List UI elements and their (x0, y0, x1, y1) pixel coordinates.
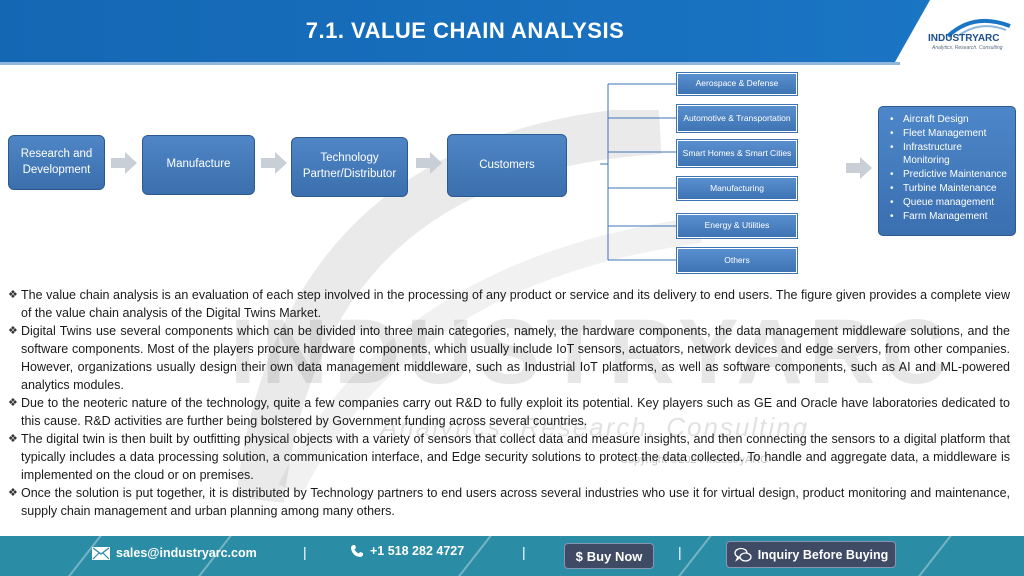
paragraph: ❖Once the solution is put together, it i… (8, 484, 1010, 520)
applications-box: Aircraft Design Fleet Management Infrast… (878, 106, 1016, 236)
buy-now-label: Buy Now (586, 548, 643, 564)
envelope-icon (92, 546, 110, 560)
title-underline (0, 62, 900, 65)
logo-arc-icon (946, 18, 1011, 38)
stage-manufacture: Manufacture (142, 135, 255, 195)
phone-text: +1 518 282 4727 (370, 544, 465, 558)
arrow-right-icon (416, 152, 442, 174)
diamond-bullet-icon: ❖ (8, 289, 18, 301)
paragraph-text: The digital twin is then built by outfit… (21, 432, 1010, 482)
arrow-right-icon (111, 152, 137, 174)
paragraph-text: Once the solution is put together, it is… (21, 486, 1010, 518)
customer-branch-connector (600, 83, 677, 261)
paragraph: ❖Digital Twins use several components wh… (8, 322, 1010, 394)
end-user-others: Others (676, 247, 798, 274)
dollar-icon: $ (575, 548, 583, 564)
phone-link[interactable]: +1 518 282 4727 (350, 544, 464, 558)
stage-technology-partner: Technology Partner/Distributor (291, 137, 408, 197)
application-item: Aircraft Design (887, 113, 1009, 127)
paragraph-text: Due to the neoteric nature of the techno… (21, 396, 1010, 428)
application-item: Turbine Maintenance (887, 182, 1009, 196)
logo-text: INDUSTRYARC (928, 33, 1000, 44)
diamond-bullet-icon: ❖ (8, 397, 18, 409)
diamond-bullet-icon: ❖ (8, 433, 18, 445)
stage-customers: Customers (447, 134, 567, 197)
end-user-automotive-transportation: Automotive & Transportation (676, 104, 798, 133)
application-item: Queue management (887, 196, 1009, 210)
application-item: Infrastructure Monitoring (887, 141, 1009, 169)
application-item: Predictive Maintenance (887, 168, 1009, 182)
paragraph: ❖Due to the neoteric nature of the techn… (8, 394, 1010, 430)
inquiry-before-buying-button[interactable]: Inquiry Before Buying (726, 541, 896, 568)
analysis-text: ❖The value chain analysis is an evaluati… (8, 286, 1010, 520)
footer-separator: | (303, 544, 307, 560)
end-user-smart-homes-cities: Smart Homes & Smart Cities (676, 139, 798, 168)
end-user-energy-utilities: Energy & Utilities (676, 213, 798, 239)
application-item: Fleet Management (887, 127, 1009, 141)
watermark-tagline: Analytics. Research. Consulting (380, 412, 810, 442)
paragraph: ❖The digital twin is then built by outfi… (8, 430, 1010, 484)
logo-tagline: Analytics. Research. Consulting (932, 45, 1003, 51)
watermark-word: INDUSTRYARC (230, 301, 954, 403)
end-user-manufacturing: Manufacturing (676, 176, 798, 201)
phone-icon (351, 545, 363, 557)
application-item: Farm Management (887, 210, 1009, 224)
watermark-copyright: Copyright ©2024 IndustryARC (620, 454, 769, 466)
chat-bubbles-icon (734, 547, 752, 562)
end-user-aerospace-defense: Aerospace & Defense (676, 72, 798, 96)
email-text: sales@industryarc.com (116, 546, 257, 560)
industryarc-logo[interactable]: INDUSTRYARC Analytics. Research. Consult… (928, 12, 1020, 58)
paragraph-text: The value chain analysis is an evaluatio… (21, 288, 1010, 320)
email-link[interactable]: sales@industryarc.com (92, 546, 257, 560)
buy-now-button[interactable]: $ Buy Now (564, 543, 654, 569)
inquiry-label: Inquiry Before Buying (757, 547, 889, 562)
paragraph-text: Digital Twins use several components whi… (21, 324, 1010, 392)
arrow-right-icon (261, 152, 287, 174)
applications-list: Aircraft Design Fleet Management Infrast… (887, 113, 1009, 223)
header: 7.1. VALUE CHAIN ANALYSIS INDUSTRYARC An… (0, 0, 1024, 65)
arrow-right-icon (846, 157, 872, 179)
paragraph: ❖The value chain analysis is an evaluati… (8, 286, 1010, 322)
footer-separator: | (678, 544, 682, 560)
page-title: 7.1. VALUE CHAIN ANALYSIS (305, 18, 625, 43)
footer-separator: | (522, 544, 526, 560)
diamond-bullet-icon: ❖ (8, 487, 18, 499)
stage-research-development: Research and Development (8, 135, 105, 190)
title-banner (0, 0, 930, 62)
diamond-bullet-icon: ❖ (8, 325, 18, 337)
